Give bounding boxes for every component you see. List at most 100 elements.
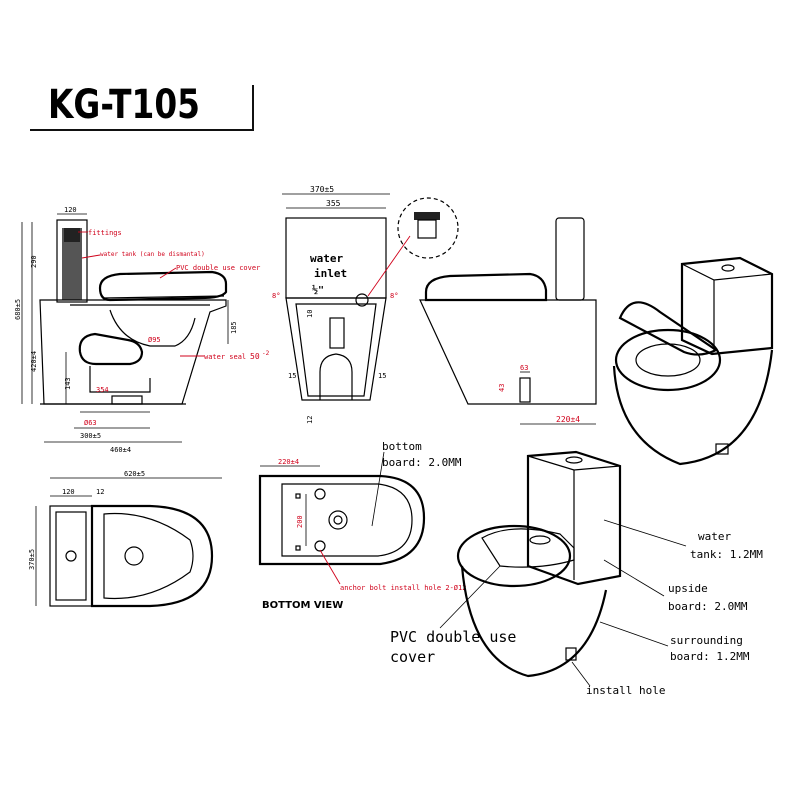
iso-pvc-2: cover [390, 648, 435, 666]
front-bowl-inner [295, 303, 377, 397]
iso-tank [680, 256, 774, 356]
dim-143: 143 [64, 377, 72, 390]
top-tank-inner [55, 511, 87, 601]
inlet-mark [355, 293, 369, 307]
angle-left: 8° [272, 292, 280, 300]
dim-620: 620±5 [124, 470, 145, 478]
inlet-detail-circle [397, 197, 459, 259]
dim-460: 460±4 [110, 446, 131, 454]
bottom-corner-1 [295, 493, 301, 499]
dim-200: 200 [296, 515, 304, 528]
water-inlet-3: ½" [312, 284, 324, 296]
dim-minus-2: -2 [262, 350, 270, 357]
dim-15a: 15 [288, 372, 296, 380]
iso-upside-1: upside [668, 582, 708, 595]
iso-install-hole: install hole [586, 684, 665, 697]
iso2-flush-button [565, 456, 583, 464]
dim-43: 43 [498, 384, 506, 392]
bottom-corner-2 [295, 545, 301, 551]
top-flush-button [65, 550, 77, 562]
iso2-bowl [460, 565, 608, 678]
right-cover [424, 272, 548, 302]
dim-680: 680±5 [14, 299, 22, 320]
front-bowl [285, 297, 387, 401]
iso-bowl [612, 349, 774, 466]
dim-355: 355 [326, 199, 341, 208]
iso-pvc-1: PVC double use [390, 628, 516, 646]
iso-surrounding-1: surrounding [670, 634, 743, 647]
leader-surrounding-iso [599, 621, 669, 647]
dim-220r: 220±4 [556, 415, 580, 424]
bottom-drain [328, 510, 348, 530]
leader-water-tank-iso [603, 519, 687, 547]
dim-370: 370±5 [310, 185, 334, 194]
side-view: 120 290 680±5 420±4 143 185 354 Ø63 300±… [14, 206, 270, 454]
iso-flush-button [721, 264, 735, 272]
leader-inlet-detail [367, 235, 411, 297]
leader-water-tank [81, 254, 101, 259]
dim-120t: 120 [62, 488, 75, 496]
bottom-inner [281, 483, 413, 557]
leader-anchor [319, 549, 341, 585]
iso2-lid-handle [529, 535, 551, 545]
dim-12t: 12 [96, 488, 104, 496]
right-side-view: 63 43 220±4 [419, 217, 597, 425]
dim-185: 185 [230, 321, 238, 334]
dim-12: 12 [306, 416, 314, 424]
label-bottom-2: board: 2.0MM [382, 456, 462, 469]
dim-300: 300±5 [80, 432, 101, 440]
label-fittings: fittings [88, 229, 122, 237]
inlet-detail-nut [414, 212, 440, 220]
label-anchor: anchor bolt install hole 2-Ø12 [340, 584, 466, 592]
water-inlet-2: inlet [314, 267, 347, 280]
leader-bottom-board [371, 451, 385, 527]
iso-surrounding-2: board: 1.2MM [670, 650, 750, 663]
dim-63: Ø63 [84, 419, 97, 427]
iso-hole [715, 443, 729, 455]
side-tank-fill [62, 228, 82, 300]
iso-view-bottom: water tank: 1.2MM upside board: 2.0MM su… [390, 450, 763, 697]
side-cover [98, 270, 228, 302]
right-tank [555, 217, 585, 301]
dim-15b: 15 [378, 372, 386, 380]
front-trap [319, 353, 353, 400]
label-pvc-cover: PVC double use cover [176, 264, 260, 272]
dim-290: 290 [30, 255, 38, 268]
side-outlet [89, 366, 151, 393]
dim-370t: 370±5 [28, 549, 36, 570]
fittings-part [64, 228, 80, 242]
side-seat-line [103, 295, 225, 299]
iso-water-tank-2: tank: 1.2MM [690, 548, 763, 561]
dim-220b: 220±4 [278, 458, 299, 466]
label-water-seal: water seal [204, 353, 246, 361]
leader-pvc-cover [159, 267, 177, 279]
leader-install-iso [571, 661, 591, 687]
iso2-tank [526, 450, 622, 586]
dim-120: 120 [64, 206, 77, 214]
side-bowl-inner [109, 309, 196, 347]
angle-right: 8° [390, 292, 398, 300]
front-pipe [329, 317, 345, 349]
dim-95: Ø95 [148, 336, 161, 344]
bottom-bolt-top [314, 488, 326, 500]
iso2-lid-detail [481, 528, 575, 568]
iso-view-top [612, 256, 774, 466]
label-bottom-1: bottom [382, 440, 422, 453]
top-bowl [90, 504, 214, 608]
dim-63r: 63 [520, 364, 528, 372]
label-water-tank: water tank (can be dismantal) [100, 251, 205, 258]
top-view: 620±5 120 12 370±5 [28, 470, 222, 608]
iso-lid [618, 301, 719, 356]
inlet-detail-thread [417, 219, 437, 239]
top-seat [103, 512, 194, 600]
dim-354: 354 [96, 386, 109, 394]
iso2-install-hole [565, 647, 577, 661]
bottom-bolt-bottom [314, 540, 326, 552]
title-frame [30, 85, 254, 131]
iso-seat-hole [635, 343, 701, 377]
iso-upside-2: board: 2.0MM [668, 600, 748, 613]
leader-pvc-iso [439, 565, 501, 629]
right-body [419, 299, 597, 405]
